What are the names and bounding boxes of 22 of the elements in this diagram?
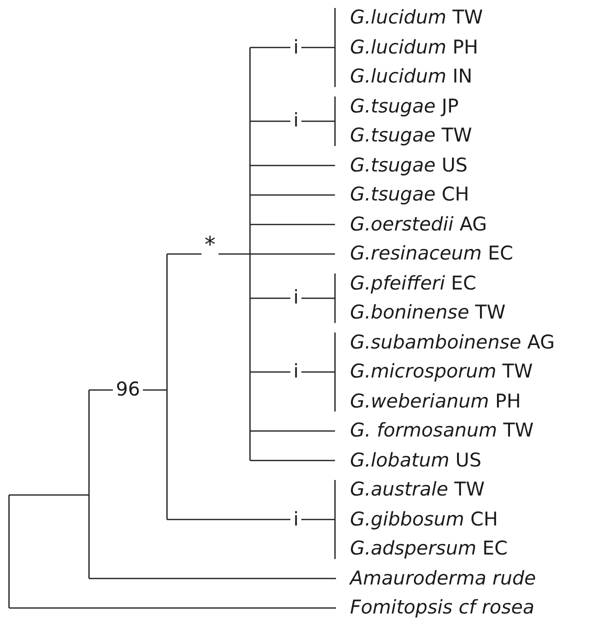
taxon-label: G.lucidum IN — [350, 68, 472, 86]
taxon-label: G.gibbosum CH — [350, 510, 498, 529]
taxon-label: G.tsugae TW — [350, 126, 472, 146]
taxon-label: G.tsugae JP — [350, 97, 459, 116]
taxon-label: G.tsugae US — [350, 156, 468, 175]
taxon-label: Fomitopsis cf rosea — [350, 598, 534, 618]
taxon-label: G.oerstedii AG — [350, 215, 487, 234]
taxon-label: G.pfeifferi EC — [350, 274, 476, 293]
taxon-label: G.australe TW — [350, 480, 485, 500]
taxon-label: G.tsugae CH — [350, 186, 470, 204]
taxon-label: G.lucidum PH — [350, 38, 478, 57]
taxon-label: Amauroderma rude — [350, 569, 536, 588]
taxon-label: G.boninense TW — [350, 304, 506, 322]
taxon-label: G.microsporum TW — [350, 362, 533, 382]
taxon-label: G.weberianum PH — [350, 392, 521, 411]
taxon-label: G.resinaceum EC — [350, 244, 514, 264]
taxon-label: G.adspersum EC — [350, 540, 508, 558]
node-marker: * — [202, 235, 218, 257]
taxon-label: G.lucidum TW — [350, 8, 483, 28]
taxon-label: G.lobatum US — [350, 451, 482, 470]
taxon-label: G.subamboinense AG — [350, 333, 555, 352]
taxon-label: G. formosanum TW — [350, 422, 534, 440]
